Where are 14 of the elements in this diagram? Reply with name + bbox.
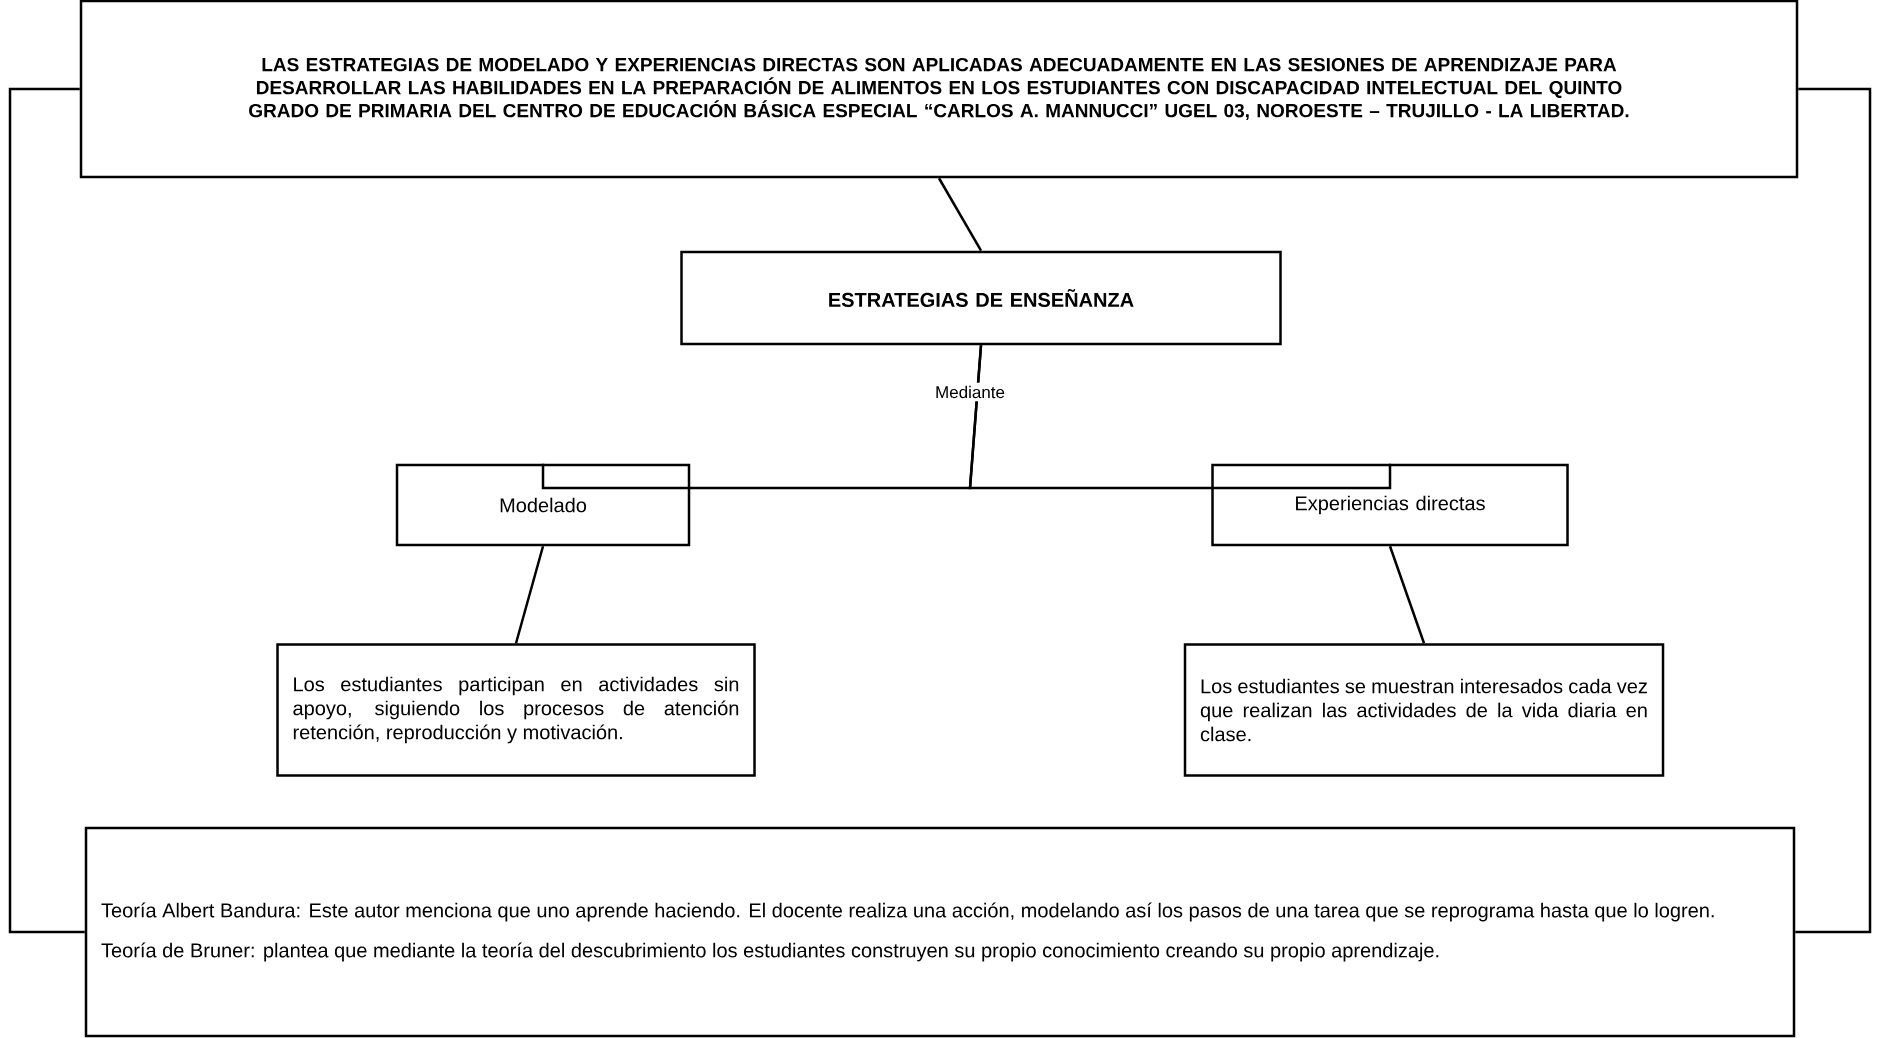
concept-box: ESTRATEGIAS DE ENSEÑANZA <box>680 250 1282 346</box>
connector-line <box>937 177 983 252</box>
connector-line <box>8 87 85 934</box>
connector-line <box>968 345 1392 490</box>
theory-box: Teoría Albert Bandura: Este autor menciona que uno aprende haciendo. El docente realiza una acción, modelando así los pasos de una tarea que se reprograma hasta que lo logren. Teoría de Bruner: plantea que mediante la teoría del descubrimiento los estudiantes construyen su propio conocimiento creando su propio aprendizaje. <box>84 826 1796 1038</box>
description-box: Los estudiantes se muestran interesados cada vez que realizan las actividades de la vida diaria en clase. <box>1183 643 1665 777</box>
connector-line <box>1795 87 1872 934</box>
title-box: LAS ESTRATEGIAS DE MODELADO Y EXPERIENCIAS DIRECTAS SON APLICADAS ADECUADAMENTE EN LAS SESIONES DE APRENDIZAJE PARA DESARROLLAR LAS HABILIDADES EN LA PREPARACIÓN DE ALIMENTOS EN LOS ESTUDIANTES CON DISCAPACIDAD INTELECTUAL DEL QUINTO GRADO DE PRIMARIA DEL CENTRO DE EDUCACIÓN BÁSICA ESPECIAL “CARLOS A. MANNUCCI” UGEL 03, NOROESTE – TRUJILLO - LA LIBERTAD. <box>79 0 1799 179</box>
concept-box: Modelado <box>395 463 691 547</box>
edge-label: Mediante <box>932 382 1008 402</box>
connector-line <box>1388 545 1426 644</box>
description-box: Los estudiantes participan en actividades sin apoyo, siguiendo los procesos de atención retención, reproducción y motivación. <box>276 643 756 777</box>
connector-line <box>514 545 545 644</box>
concept-box: Experiencias directas <box>1211 463 1569 547</box>
